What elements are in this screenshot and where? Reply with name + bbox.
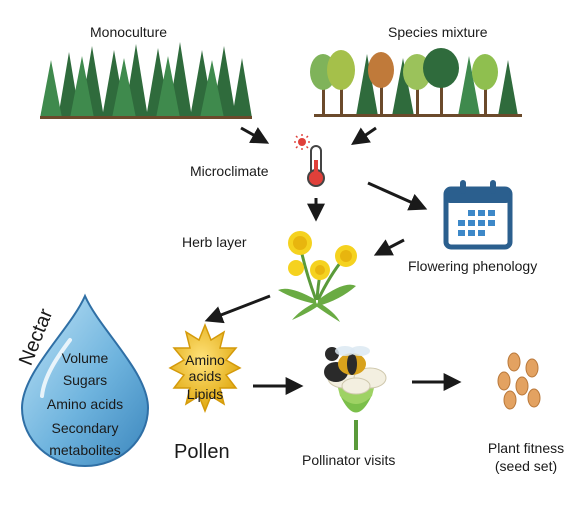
seeds-icon bbox=[497, 352, 541, 410]
nectar-item-sugars: Sugars bbox=[62, 372, 108, 388]
thermometer-icon bbox=[294, 134, 325, 187]
conifer-forest-icon bbox=[40, 42, 252, 119]
dandelion-icon bbox=[278, 231, 357, 322]
pollen-label: Pollen bbox=[174, 441, 230, 463]
arrow-monoculture-to-microclimate bbox=[240, 126, 270, 144]
seed-set-label: (seed set) bbox=[494, 458, 558, 474]
flowering-phenology-label: Flowering phenology bbox=[408, 258, 538, 274]
herb-layer-label: Herb layer bbox=[182, 234, 247, 250]
plant-fitness-label: Plant fitness bbox=[487, 440, 565, 456]
arrow-herb-to-nectar bbox=[204, 294, 271, 324]
nectar-item-volume: Volume bbox=[61, 350, 109, 366]
species-mixture-label: Species mixture bbox=[388, 24, 488, 40]
pollen-item-acids: acids bbox=[188, 368, 222, 384]
microclimate-label: Microclimate bbox=[190, 163, 269, 179]
pollen-item-lipids: Lipids bbox=[186, 386, 224, 402]
bee-on-flower-icon bbox=[324, 346, 387, 450]
nectar-item-metabolites: metabolites bbox=[49, 442, 121, 458]
calendar-icon bbox=[443, 180, 513, 250]
mixed-forest-icon bbox=[310, 48, 522, 117]
nectar-drop-icon bbox=[20, 293, 150, 468]
nectar-item-secondary: Secondary bbox=[51, 420, 119, 436]
nectar-item-amino-acids: Amino acids bbox=[46, 396, 124, 412]
pollen-item-amino: Amino bbox=[185, 352, 225, 368]
arrow-mixture-to-microclimate bbox=[351, 126, 377, 146]
pollinator-visits-label: Pollinator visits bbox=[302, 452, 396, 468]
monoculture-label: Monoculture bbox=[90, 24, 168, 40]
arrow-microclimate-to-phenology bbox=[367, 181, 428, 211]
pollen-grain-icon bbox=[168, 322, 242, 414]
arrow-phenology-to-herb bbox=[373, 238, 405, 256]
